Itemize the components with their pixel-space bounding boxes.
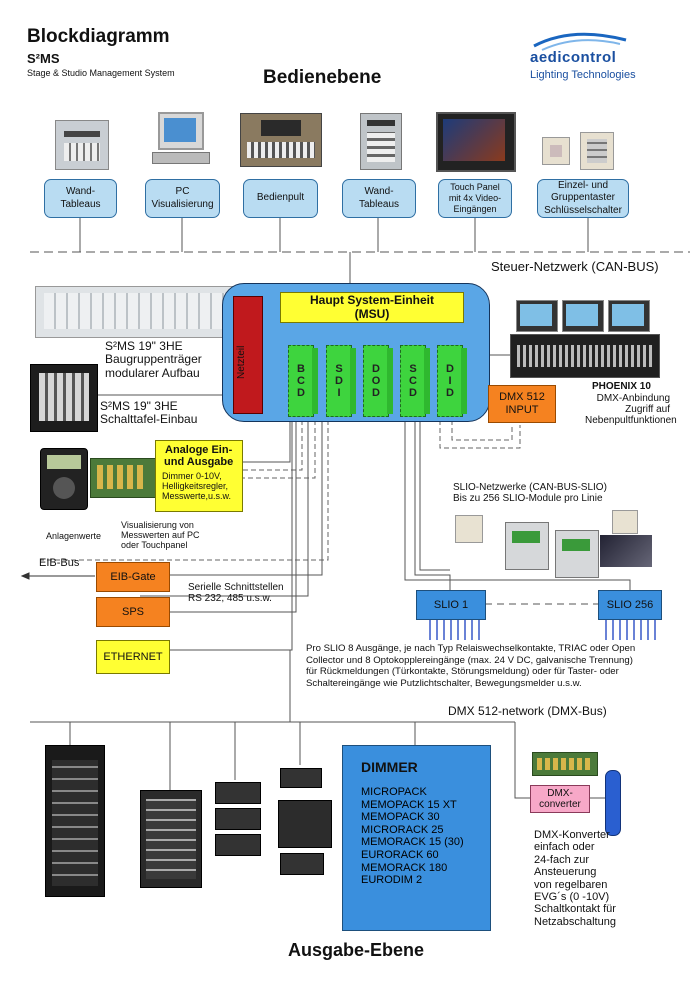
ethernet-box: ETHERNET (96, 640, 170, 674)
converter-bar-icon (605, 770, 621, 836)
card-sdi: SDI (326, 345, 352, 417)
dimmer-item: MEMORACK 180 (361, 861, 448, 874)
dmx-konverter-desc: DMX-Konverter einfach oder 24-fach zur A… (534, 829, 616, 928)
netzteil-box: Netzteil (233, 296, 263, 414)
dmx-network-label: DMX 512-network (DMX-Bus) (448, 704, 607, 718)
product-subtitle: Stage & Studio Management System (27, 68, 175, 78)
card-bcd: BCD (288, 345, 314, 417)
slio-key-image (612, 510, 638, 534)
top-box-einzel-gruppentaster: Einzel- und Gruppentaster Schlüsselschal… (537, 179, 629, 218)
touch-panel-image (436, 112, 516, 172)
sps-box: SPS (96, 597, 170, 627)
level-title-top: Bedienebene (263, 67, 382, 88)
dimmer-item: EURORACK 60 (361, 848, 439, 861)
page-title: Blockdiagramm (27, 26, 170, 47)
dimmer-item: MEMORACK 15 (30) (361, 836, 464, 849)
dimmer-rack-image (140, 790, 202, 888)
top-box-wand-tableaus: Wand- Tableaus (44, 179, 117, 218)
converter-board-image (532, 752, 598, 776)
dimmer-item: MICRORACK 25 (361, 823, 444, 836)
slio1-box: SLIO 1 (416, 590, 486, 620)
slio-sensor-image (600, 535, 652, 567)
dmx-input-box: DMX 512 INPUT (488, 385, 556, 423)
logo-name: aedicontrol (530, 49, 617, 66)
msu-main-unit: Haupt System-Einheit (MSU) (280, 292, 464, 323)
dimmer-pack-image-1 (215, 782, 261, 804)
seriell-label: Serielle Schnittstellen RS 232, 485 u.s.… (188, 582, 284, 605)
analog-title: Analoge Ein- und Ausgabe (164, 444, 234, 469)
dimmer-pack-image-4 (280, 768, 322, 788)
rack-19-image (35, 286, 242, 338)
slio-module-image-2 (555, 530, 599, 578)
logo-swoosh-icon (532, 30, 628, 52)
phoenix-name: PHOENIX 10 (592, 381, 651, 392)
phoenix-console-image (510, 300, 660, 380)
panel-19-image (30, 364, 98, 432)
level-title-bottom: Ausgabe-Ebene (288, 940, 425, 960)
analog-box: Analoge Ein- und Ausgabe Dimmer 0-10V, H… (155, 440, 243, 512)
eib-gate-box: EIB-Gate (96, 562, 170, 592)
card-dod-label: DOD (370, 363, 382, 399)
card-scd-label: SCD (407, 363, 419, 399)
wall-panel-image (55, 120, 109, 170)
slio256-box: SLIO 256 (598, 590, 662, 620)
card-scd-edge (424, 348, 430, 414)
card-dod-edge (387, 348, 393, 414)
dimmer-title: DIMMER (361, 759, 418, 775)
eib-bus-label: EIB-Bus (39, 557, 80, 569)
wall-panel-image-2 (360, 113, 402, 170)
dimmer-box: DIMMER MICROPACK MEMOPACK 15 XT MEMOPACK… (342, 745, 491, 931)
key-switch-image (580, 132, 614, 170)
dimmer-pack-image-6 (280, 853, 324, 875)
card-dod: DOD (363, 345, 389, 417)
dimmer-list: MICROPACK MEMOPACK 15 XT MEMOPACK 30 MIC… (361, 786, 464, 887)
push-button-image (542, 137, 570, 165)
dimmer-pack-image-5 (278, 800, 332, 848)
steuer-netzwerk-label: Steuer-Netzwerk (CAN-BUS) (491, 259, 659, 274)
dmx-converter-box: DMX- converter (530, 785, 590, 813)
card-did-label: DID (444, 363, 456, 399)
card-sdi-label: SDI (333, 363, 345, 399)
slio-button-image (455, 515, 483, 543)
console-image (240, 113, 322, 167)
top-box-pc-visualisierung: PC Visualisierung (145, 179, 220, 218)
logo-tagline: Lighting Technologies (530, 69, 636, 81)
card-sdi-edge (350, 348, 356, 414)
anlagenwerte-label: Anlagenwerte (46, 531, 102, 541)
dimmer-item: EURODIM 2 (361, 874, 423, 887)
dimmer-item: MEMOPACK 15 XT (361, 798, 457, 811)
phoenix-desc: DMX-Anbindung Zugriff auf Nebenpultfunkt… (585, 393, 677, 427)
dimmer-cabinet-image (45, 745, 105, 897)
analog-desc: Dimmer 0-10V, Helligkeitsregler, Messwer… (162, 471, 232, 502)
card-bcd-label: BCD (295, 363, 307, 399)
top-box-bedienpult: Bedienpult (243, 179, 318, 218)
card-did-edge (461, 348, 467, 414)
panel-19-label: S²MS 19" 3HE Schalttafel-Einbau (100, 399, 198, 427)
slio-description: Pro SLIO 8 Ausgänge, je nach Typ Relaisw… (306, 643, 636, 689)
netzteil-label: Netzteil (236, 345, 247, 379)
visualisierung-label: Visualisierung von Messwerten auf PC ode… (121, 520, 200, 551)
rack-19-label: S²MS 19" 3HE Baugruppenträger modularer … (105, 339, 202, 380)
card-did: DID (437, 345, 463, 417)
slio-module-image (505, 522, 549, 570)
top-box-touch-panel: Touch Panel mit 4x Video- Eingängen (438, 179, 512, 218)
dimmer-item: MEMOPACK 30 (361, 811, 440, 824)
pc-image (150, 112, 212, 170)
multimeter-image (40, 448, 88, 510)
dimmer-item: MICROPACK (361, 786, 427, 798)
card-bcd-edge (312, 348, 318, 414)
slio-network-label: SLIO-Netzwerke (CAN-BUS-SLIO) Bis zu 256… (453, 482, 607, 505)
dimmer-pack-image-2 (215, 808, 261, 830)
top-box-wand-tableaus-2: Wand- Tableaus (342, 179, 416, 218)
analog-board-image (90, 458, 156, 498)
product-name: S²MS (27, 51, 60, 66)
card-scd: SCD (400, 345, 426, 417)
dimmer-pack-image-3 (215, 834, 261, 856)
